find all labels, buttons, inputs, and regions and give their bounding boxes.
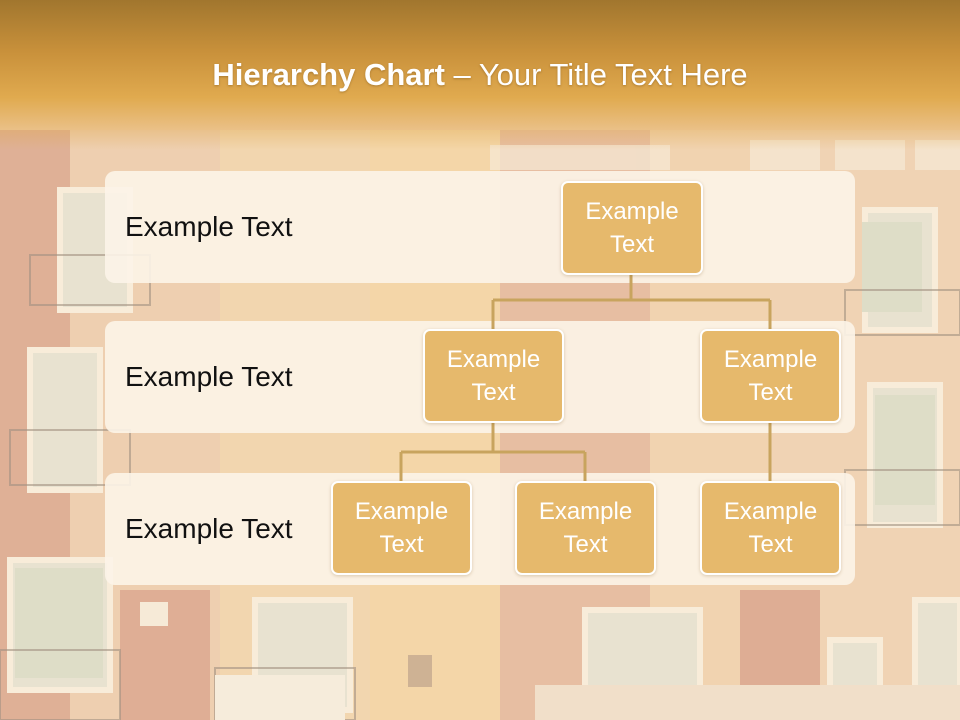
node-level3-b[interactable]: Example Text: [515, 481, 656, 575]
node-level2-left[interactable]: Example Text: [423, 329, 564, 423]
node-level3-c[interactable]: Example Text: [700, 481, 841, 575]
level-label-3: Example Text: [125, 513, 293, 544]
slide-title: Hierarchy Chart – Your Title Text Here: [0, 52, 960, 98]
level-label-2: Example Text: [125, 361, 293, 392]
node-level3-a[interactable]: Example Text: [331, 481, 472, 575]
title-subtitle-part: – Your Title Text Here: [444, 57, 748, 92]
level-band-1: Example Text: [105, 171, 855, 283]
title-band: [0, 0, 960, 150]
node-root[interactable]: Example Text: [561, 181, 703, 275]
node-level2-right[interactable]: Example Text: [700, 329, 841, 423]
title-bold-part: Hierarchy Chart: [212, 57, 445, 92]
connector-left-to-level3: [399, 422, 587, 482]
connector-root-to-level2: [491, 275, 772, 330]
level-label-1: Example Text: [125, 211, 293, 242]
